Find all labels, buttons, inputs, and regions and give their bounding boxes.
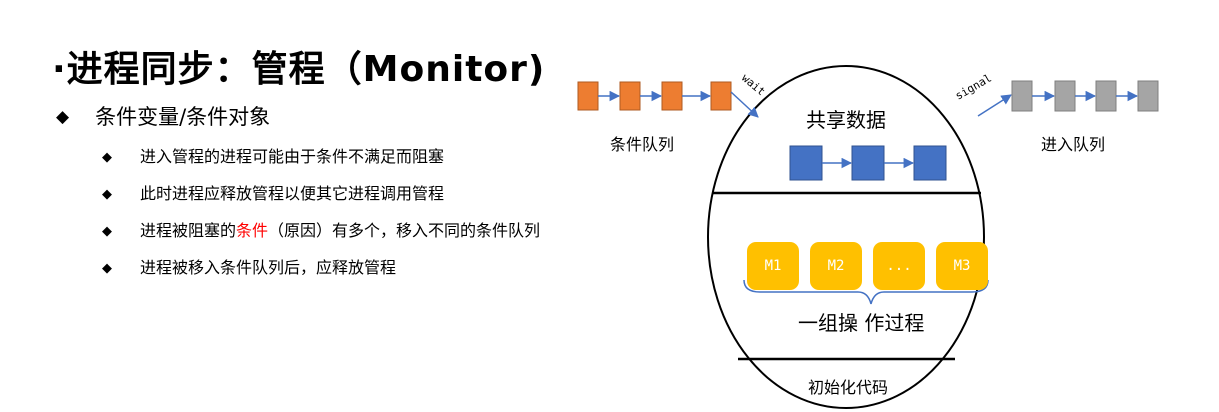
main-bullet-text: 条件变量/条件对象 (95, 105, 271, 129)
data-node (913, 145, 947, 181)
entry-queue (977, 80, 1159, 117)
sub-bullet-text: 此时进程应释放管程以便其它进程调用管程 (140, 184, 445, 203)
diamond-bullet-icon: ◆ (102, 261, 112, 276)
main-bullet: ◆ 条件变量/条件对象 (56, 101, 270, 131)
sub-bullet-1: ◆ 进入管程的进程可能由于条件不满足而阻塞 (102, 143, 444, 167)
shared-data-label: 共享数据 (806, 108, 886, 132)
init-code-label: 初始化代码 (808, 378, 889, 397)
queue-node (1054, 80, 1076, 112)
queue-node (661, 81, 683, 111)
diamond-bullet-icon: ◆ (102, 187, 112, 202)
queue-node (619, 81, 641, 111)
diamond-bullet-icon: ◆ (56, 107, 70, 127)
sub-bullet-text-pre: 进程被阻塞的 (140, 221, 237, 240)
slide-title: ·进程同步：管程（Monitor) (52, 49, 546, 90)
sub-bullet-3: ◆ 进程被阻塞的条件（原因）有多个，移入不同的条件队列 (102, 217, 540, 241)
shared-data-queue (789, 145, 947, 181)
sub-bullet-2: ◆ 此时进程应释放管程以便其它进程调用管程 (102, 180, 444, 204)
queue-node (710, 81, 732, 111)
operations-brace (743, 279, 989, 305)
operation-m2: M2 (810, 242, 862, 290)
signal-arrow (977, 94, 1012, 117)
condition-queue-label: 条件队列 (610, 135, 675, 154)
queue-node (1011, 80, 1033, 112)
diamond-bullet-icon: ◆ (102, 150, 112, 165)
queue-node (1137, 80, 1159, 112)
operation-m3: M3 (936, 242, 988, 290)
data-node (789, 145, 823, 181)
condition-queue (577, 81, 759, 118)
operation-m1: M1 (747, 242, 799, 290)
highlighted-word: 条件 (236, 221, 269, 240)
operation-ellipsis: ... (873, 242, 925, 290)
diamond-bullet-icon: ◆ (102, 224, 112, 239)
sub-bullet-text-post: （原因）有多个，移入不同的条件队列 (268, 221, 541, 240)
sub-bullet-text: 进入管程的进程可能由于条件不满足而阻塞 (140, 147, 445, 166)
data-node (851, 145, 885, 181)
queue-node (1095, 80, 1117, 112)
sub-bullet-text: 进程被移入条件队列后，应释放管程 (140, 258, 397, 277)
operations-label: 一组操 作过程 (798, 311, 925, 335)
queue-node (577, 81, 599, 111)
entry-queue-label: 进入队列 (1041, 135, 1106, 154)
sub-bullet-4: ◆ 进程被移入条件队列后，应释放管程 (102, 254, 396, 278)
signal-label: signal (953, 71, 994, 102)
wait-arrow (730, 91, 759, 118)
wait-label: wait (739, 71, 768, 98)
